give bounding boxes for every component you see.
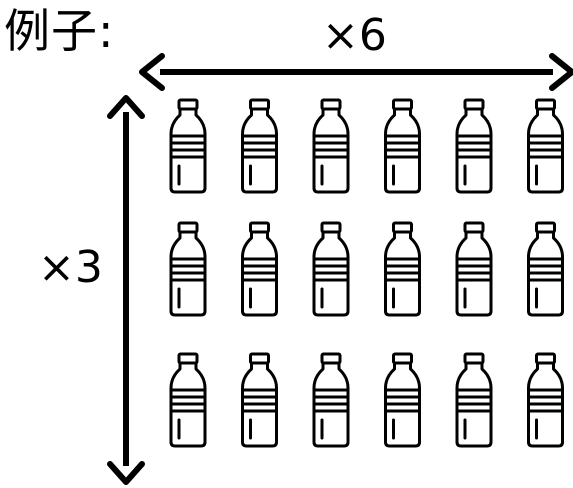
bottle-icon bbox=[312, 98, 350, 194]
bottle-icon bbox=[527, 221, 564, 317]
bottle-icon bbox=[384, 221, 421, 317]
rows-multiplier-label: ×3 bbox=[38, 242, 103, 293]
example-title: 例子: bbox=[4, 4, 115, 58]
bottle-icon bbox=[384, 98, 421, 194]
vertical-double-arrow bbox=[107, 95, 145, 485]
bottle-icon bbox=[169, 98, 207, 194]
horizontal-double-arrow bbox=[139, 53, 573, 91]
bottle-icon bbox=[384, 352, 421, 448]
bottle-icon bbox=[241, 352, 278, 448]
bottle-icon bbox=[312, 352, 350, 448]
bottle-icon bbox=[455, 98, 493, 194]
bottle-icon bbox=[169, 221, 207, 317]
bottle-icon bbox=[455, 352, 493, 448]
bottle-grid bbox=[169, 98, 564, 448]
bottle-icon bbox=[169, 352, 207, 448]
bottle-icon bbox=[455, 221, 493, 317]
bottle-icon bbox=[241, 98, 278, 194]
bottle-icon bbox=[527, 352, 564, 448]
columns-multiplier-label: ×6 bbox=[322, 10, 387, 61]
bottle-icon bbox=[312, 221, 350, 317]
bottle-icon bbox=[527, 98, 564, 194]
bottle-icon bbox=[241, 221, 278, 317]
